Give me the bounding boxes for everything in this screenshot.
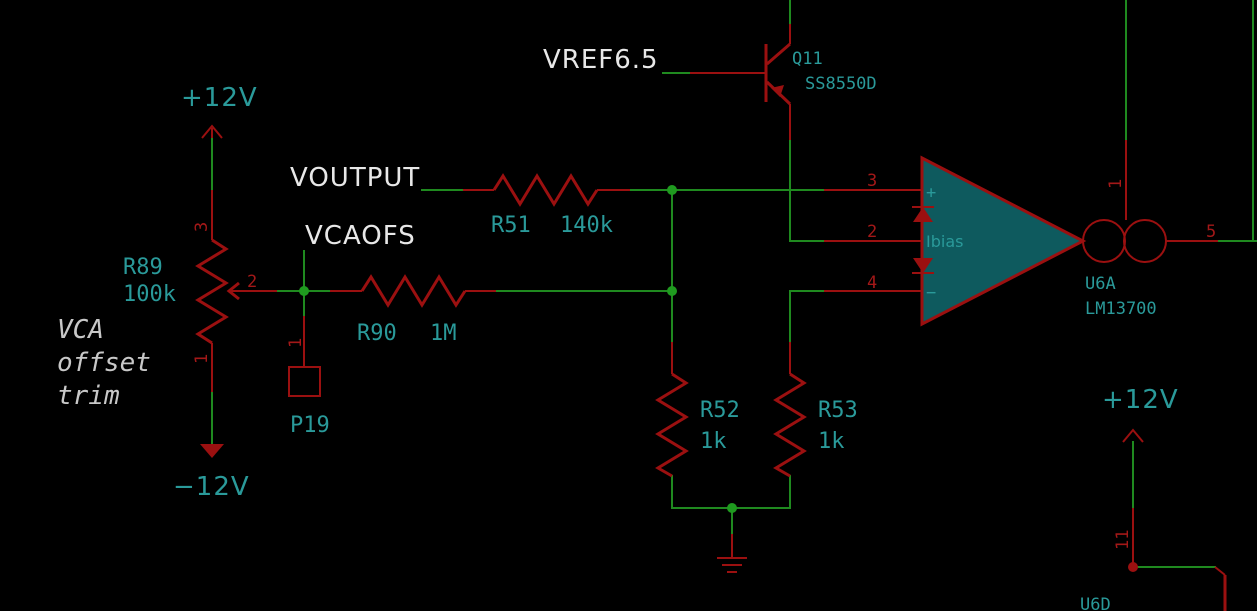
r52-ref: R52 <box>700 398 740 423</box>
connector-p19[interactable]: 1 P19 <box>286 316 330 438</box>
u6a-diode-top <box>913 207 933 222</box>
u6a-value: LM13700 <box>1085 299 1157 319</box>
r90-value: 1M <box>430 321 457 346</box>
ota-u6d-partial[interactable]: 11 U6D <box>1080 508 1227 611</box>
resistor-r52[interactable]: R52 1k <box>655 342 740 478</box>
u6a-minus-sign: − <box>926 283 936 303</box>
q11-ref: Q11 <box>792 49 823 69</box>
u6a-ref: U6A <box>1085 274 1116 294</box>
junctions <box>299 185 1138 572</box>
r52-body <box>655 372 689 478</box>
junction-dot <box>727 503 737 513</box>
r89-pin-1: 1 <box>192 354 212 364</box>
comment-text: VCA offset trim <box>57 315 151 411</box>
junction-dot <box>667 185 677 195</box>
net-label-vref: VREF6.5 <box>543 45 659 75</box>
r89-pin-2: 2 <box>247 272 257 292</box>
u6d-ref: U6D <box>1080 595 1111 611</box>
r89-body <box>195 238 229 345</box>
u6a-pin-3: 3 <box>867 171 877 191</box>
resistor-r51[interactable]: R51 140k <box>463 173 630 238</box>
p19-body <box>288 366 321 397</box>
power-m12-left: −12V <box>173 444 250 502</box>
r51-ref: R51 <box>491 213 531 238</box>
r53-body <box>773 372 807 478</box>
u6a-plus-sign: + <box>926 183 936 203</box>
p19-pin-1: 1 <box>286 338 306 348</box>
r52-value: 1k <box>700 429 727 454</box>
r51-value: 140k <box>560 213 613 238</box>
wires <box>211 0 1257 568</box>
m12-left-label: −12V <box>173 472 250 502</box>
r51-body <box>492 173 599 207</box>
r89-value: 100k <box>123 282 176 307</box>
ota-u6a[interactable]: + − Ibias 3 2 4 1 5 U6A LM13700 <box>824 140 1218 327</box>
p19-ref: P19 <box>290 413 330 438</box>
transistor-q11[interactable]: Q11 SS8550D <box>690 24 877 140</box>
junction-dot <box>299 286 309 296</box>
power-p12-right: +12V <box>1102 385 1179 443</box>
u6a-diode-bottom <box>913 258 933 273</box>
u6a-pin-4: 4 <box>867 273 877 293</box>
comment-line-1: VCA <box>57 315 104 345</box>
r90-body <box>360 274 467 308</box>
p12-right-arrow-icon <box>1122 428 1144 443</box>
net-labels: VREF6.5 VOUTPUT VCAOFS <box>290 45 659 251</box>
u6d-arm <box>1214 566 1226 576</box>
net-label-voutput: VOUTPUT <box>290 163 420 193</box>
m12-left-arrow-icon <box>200 444 224 458</box>
u6a-current-source-left <box>1082 219 1126 263</box>
u6a-pin-2: 2 <box>867 222 877 242</box>
r53-value: 1k <box>818 429 845 454</box>
junction-dot <box>667 286 677 296</box>
p12-left-label: +12V <box>181 83 258 113</box>
q11-emitter-arrow <box>771 85 784 97</box>
r89-wiper-arrow <box>226 281 240 301</box>
q11-value: SS8550D <box>805 74 877 94</box>
u6a-pin-1: 1 <box>1106 179 1126 189</box>
u6a-pin-5: 5 <box>1206 222 1216 242</box>
ground-symbol <box>717 534 747 573</box>
u6a-ibias-label: Ibias <box>926 232 963 251</box>
net-label-vcaofs: VCAOFS <box>305 221 416 251</box>
u6a-body <box>920 155 1087 327</box>
power-p12-left: +12V <box>181 83 258 139</box>
comment-line-2: offset <box>57 348 151 378</box>
r53-ref: R53 <box>818 398 858 423</box>
q11-collector-arm <box>766 42 791 66</box>
p12-left-arrow-icon <box>201 124 223 139</box>
resistor-r53[interactable]: R53 1k <box>773 342 858 478</box>
r89-pin-3: 3 <box>192 222 212 232</box>
potentiometer-r89[interactable]: 3 2 1 R89 100k <box>123 190 277 392</box>
resistor-r90[interactable]: R90 1M <box>330 274 496 346</box>
r90-ref: R90 <box>357 321 397 346</box>
u6d-pin-11: 11 <box>1113 530 1133 550</box>
r89-ref: R89 <box>123 255 163 280</box>
u6a-current-source-right <box>1123 219 1167 263</box>
comment-line-3: trim <box>57 381 120 411</box>
p12-right-label: +12V <box>1102 385 1179 415</box>
